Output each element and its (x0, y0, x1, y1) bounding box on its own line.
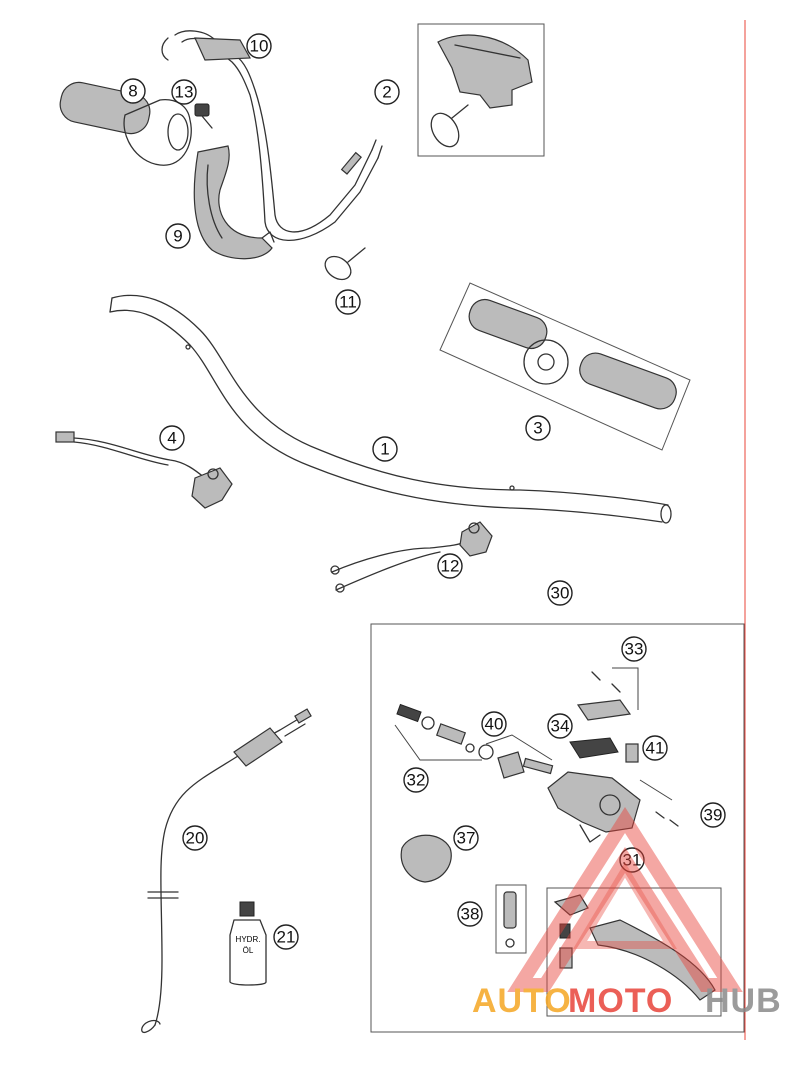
svg-text:32: 32 (407, 771, 426, 790)
callout-9: 9 (165, 223, 191, 249)
callout-41: 41 (642, 735, 668, 761)
callout-3: 3 (525, 415, 551, 441)
watermark-logo: AUTO MOTO HUB (472, 806, 782, 1020)
svg-text:33: 33 (625, 640, 644, 659)
part-screw-13 (194, 103, 213, 129)
callout-2: 2 (374, 79, 400, 105)
part-master-cylinder (547, 771, 679, 843)
part-switch-4 (55, 431, 233, 509)
callout-4: 4 (159, 425, 185, 451)
callout-37: 37 (453, 825, 479, 851)
part-handlebar (109, 294, 672, 524)
callout-1: 1 (372, 436, 398, 462)
watermark-text-auto: AUTO (472, 982, 572, 1020)
part-boot-37 (400, 834, 452, 883)
svg-text:20: 20 (186, 829, 205, 848)
svg-text:13: 13 (175, 83, 194, 102)
svg-text:3: 3 (533, 419, 542, 438)
svg-text:21: 21 (277, 928, 296, 947)
assembly-box-30 (370, 623, 745, 1033)
svg-text:9: 9 (173, 227, 182, 246)
callout-30: 30 (547, 580, 573, 606)
svg-text:8: 8 (128, 82, 137, 101)
callout-20: 20 (182, 825, 208, 851)
watermark-text-moto: MOTO (568, 982, 673, 1020)
part-piston-32 (394, 703, 482, 761)
part-clutch-hose (141, 708, 312, 1034)
callout-40: 40 (481, 711, 507, 737)
callout-8: 8 (120, 78, 146, 104)
callout-39: 39 (700, 802, 726, 828)
svg-text:10: 10 (250, 37, 269, 56)
svg-text:1: 1 (380, 440, 389, 459)
callout-34: 34 (547, 713, 573, 739)
svg-text:30: 30 (551, 584, 570, 603)
part-switch-12 (330, 521, 493, 593)
part-handguard (193, 145, 275, 260)
part-seal-40 (478, 734, 554, 779)
part-oil-bottle: HYDR. ÖL (229, 901, 267, 986)
svg-text:11: 11 (339, 293, 357, 312)
bottle-label-line2: ÖL (243, 946, 254, 955)
part-41 (625, 743, 639, 763)
svg-text:4: 4 (167, 429, 176, 448)
callout-12: 12 (437, 553, 463, 579)
part-throttle-cables (161, 30, 383, 242)
part-lever-31 (546, 887, 722, 1017)
callout-32: 32 (403, 767, 429, 793)
svg-text:37: 37 (457, 829, 476, 848)
part-grip-cover-2 (417, 23, 545, 157)
callout-10: 10 (246, 33, 272, 59)
part-cover-33 (576, 667, 639, 721)
part-gasket-34 (569, 737, 619, 759)
svg-text:39: 39 (704, 806, 723, 825)
callout-13: 13 (171, 79, 197, 105)
callout-38: 38 (457, 901, 483, 927)
svg-text:41: 41 (646, 739, 665, 758)
watermark-text-hub: HUB (705, 982, 782, 1020)
part-pin-38 (495, 884, 527, 954)
svg-text:40: 40 (485, 715, 504, 734)
part-grips-3 (439, 282, 691, 451)
svg-text:38: 38 (461, 905, 480, 924)
callout-11: 11 (335, 289, 361, 315)
callout-31: 31 (619, 847, 645, 873)
bottle-label-line1: HYDR. (236, 935, 261, 944)
callout-21: 21 (273, 924, 299, 950)
svg-text:34: 34 (551, 717, 570, 736)
svg-text:2: 2 (382, 83, 391, 102)
svg-text:31: 31 (623, 851, 642, 870)
callout-33: 33 (621, 636, 647, 662)
part-cable-tie-11 (324, 247, 366, 281)
svg-text:12: 12 (441, 557, 460, 576)
